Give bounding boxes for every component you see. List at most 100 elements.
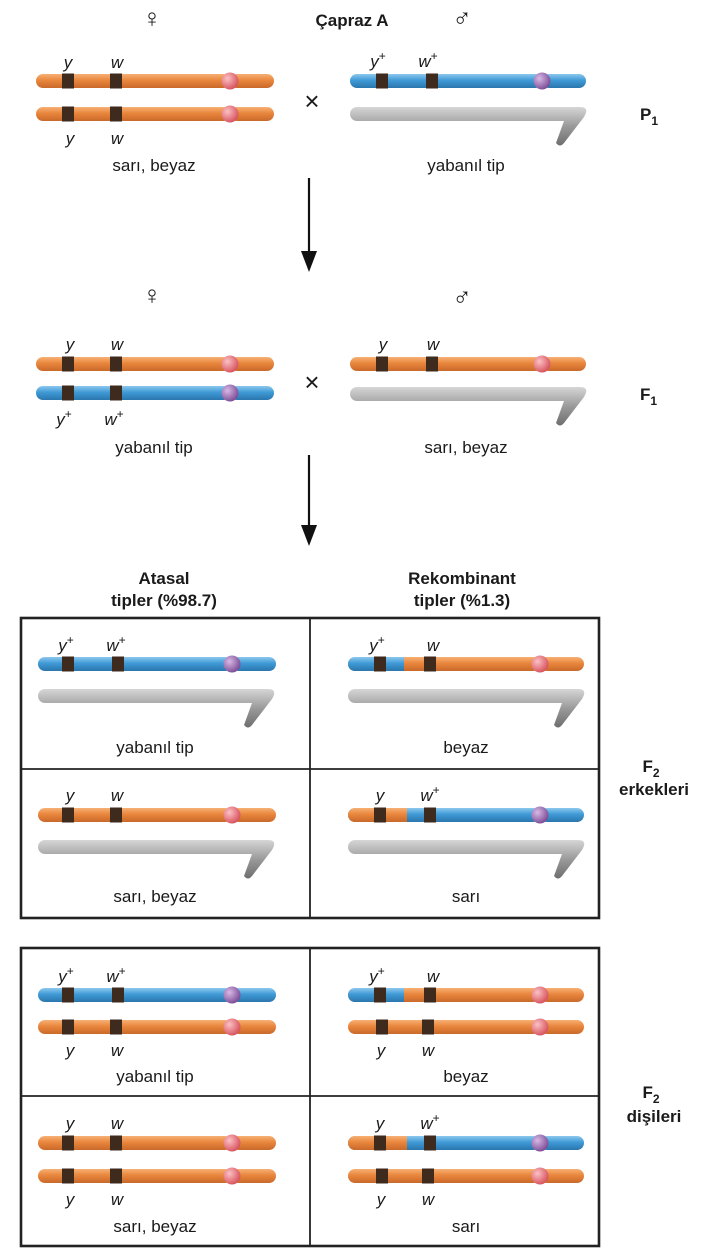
centromere — [531, 1134, 549, 1152]
f2-males-word: erkekleri — [619, 780, 689, 799]
allele-w-plus: w+ — [106, 964, 125, 986]
centromere — [221, 105, 239, 123]
parental-header-line2: tipler (%98.7) — [111, 591, 217, 610]
phenotype-label: yabanıl tip — [116, 738, 194, 757]
gene-locus-band — [376, 356, 388, 372]
gene-locus-band — [62, 987, 74, 1003]
allele-y: y — [65, 129, 76, 148]
phenotype-label: beyaz — [443, 738, 488, 757]
gene-locus-band — [112, 656, 124, 672]
allele-w: w — [427, 636, 441, 655]
f2-female-recombinant-yellow: y w+ y w sarı — [348, 1111, 584, 1236]
allele-w-plus: w+ — [106, 633, 125, 655]
male-symbol-icon: ♂ — [452, 282, 472, 312]
gene-locus-band — [424, 987, 436, 1003]
f2-females-table: y+ w+ y w yabanıl tip y+ w y w beyaz y w… — [19, 946, 601, 1248]
allele-y-plus: y+ — [368, 633, 385, 655]
phenotype-label: yabanıl tip — [116, 1067, 194, 1086]
gene-locus-band — [424, 807, 436, 823]
recombinant-header-line1: Rekombinant — [408, 569, 516, 588]
gene-locus-band — [62, 1168, 74, 1184]
chromosome-arm — [350, 74, 542, 88]
gene-locus-band — [422, 1168, 434, 1184]
chromosome-arm — [348, 1020, 540, 1034]
f2-females-word: dişileri — [627, 1107, 682, 1126]
chromosome-arm — [540, 1020, 584, 1034]
chromosome-arm — [542, 357, 586, 371]
chromosome-arm — [542, 74, 586, 88]
gene-locus-band — [110, 1135, 122, 1151]
cross-symbol-icon: × — [304, 367, 319, 397]
f2-female-recombinant-white: y+ w y w beyaz — [348, 964, 584, 1086]
chromosome-arm — [232, 1020, 276, 1034]
gene-locus-band — [374, 807, 386, 823]
allele-w: w — [427, 967, 441, 986]
allele-w: w — [111, 1041, 125, 1060]
allele-y-plus: y+ — [368, 964, 385, 986]
allele-y: y — [378, 335, 389, 354]
gene-locus-band — [62, 73, 74, 89]
centromere — [223, 1134, 241, 1152]
f1-female-chromosomes: y w y+ w+ yabanıl tip — [36, 335, 274, 457]
centromere — [223, 655, 241, 673]
allele-w: w — [111, 1114, 125, 1133]
centromere — [223, 986, 241, 1004]
allele-w: w — [111, 786, 125, 805]
allele-w: w — [111, 129, 125, 148]
chromosome-arm — [232, 1136, 276, 1150]
gene-locus-band — [422, 1019, 434, 1035]
generation-label-f1: F1 — [640, 385, 657, 408]
allele-w-plus: w+ — [420, 783, 439, 805]
f2-males-table: y+ w+ yabanıl tip y+ w beyaz y w sarı, b… — [19, 616, 601, 920]
phenotype-label: sarı, beyaz — [424, 438, 507, 457]
chromosome-arm — [230, 386, 274, 400]
centromere — [531, 1167, 549, 1185]
phenotype-label: sarı, beyaz — [112, 156, 195, 175]
chromosome-arm — [540, 1136, 584, 1150]
gene-locus-band — [62, 807, 74, 823]
chromosome-arm — [36, 107, 230, 121]
gene-locus-band — [110, 385, 122, 401]
phenotype-label: beyaz — [443, 1067, 488, 1086]
f2-male-parental-yellow-white: y w sarı, beyaz — [38, 786, 276, 906]
y-chromosome — [350, 387, 587, 426]
allele-w: w — [427, 335, 441, 354]
allele-y: y — [63, 53, 74, 72]
allele-y: y — [65, 786, 76, 805]
gene-locus-band — [374, 656, 386, 672]
chromosome-arm — [540, 657, 584, 671]
gene-locus-band — [376, 1168, 388, 1184]
y-chromosome — [38, 840, 275, 879]
y-chromosome — [348, 840, 585, 879]
phenotype-label: sarı, beyaz — [113, 1217, 196, 1236]
f2-male-recombinant-white: y+ w beyaz — [348, 633, 585, 757]
centromere — [531, 655, 549, 673]
centromere — [531, 1018, 549, 1036]
allele-y-plus: y+ — [369, 49, 386, 71]
allele-w: w — [111, 1190, 125, 1209]
generation-label-f2-males: F2 — [642, 757, 659, 780]
chromosome-arm-segment — [395, 988, 404, 1002]
chromosome-arm — [348, 1169, 540, 1183]
centromere — [531, 806, 549, 824]
gene-locus-band — [112, 987, 124, 1003]
centromere — [533, 355, 551, 373]
chromosome-arm-segment — [398, 808, 407, 822]
chromosome-arm — [38, 1169, 232, 1183]
chromosome-arm — [38, 808, 232, 822]
y-chromosome — [348, 689, 585, 728]
centromere — [533, 72, 551, 90]
gene-locus-band — [110, 1168, 122, 1184]
chromosome-arm — [232, 808, 276, 822]
gene-locus-band — [376, 1019, 388, 1035]
gene-locus-band — [424, 1135, 436, 1151]
gene-locus-band — [376, 73, 388, 89]
f2-female-parental-yellow-white: y w y w sarı, beyaz — [38, 1114, 276, 1236]
centromere — [221, 355, 239, 373]
chromosome-arm — [540, 808, 584, 822]
allele-w: w — [422, 1041, 436, 1060]
down-arrow-icon — [301, 455, 317, 546]
generation-label-p1: P1 — [640, 105, 658, 128]
allele-w: w — [422, 1190, 436, 1209]
cross-title: Çapraz A — [315, 11, 388, 30]
